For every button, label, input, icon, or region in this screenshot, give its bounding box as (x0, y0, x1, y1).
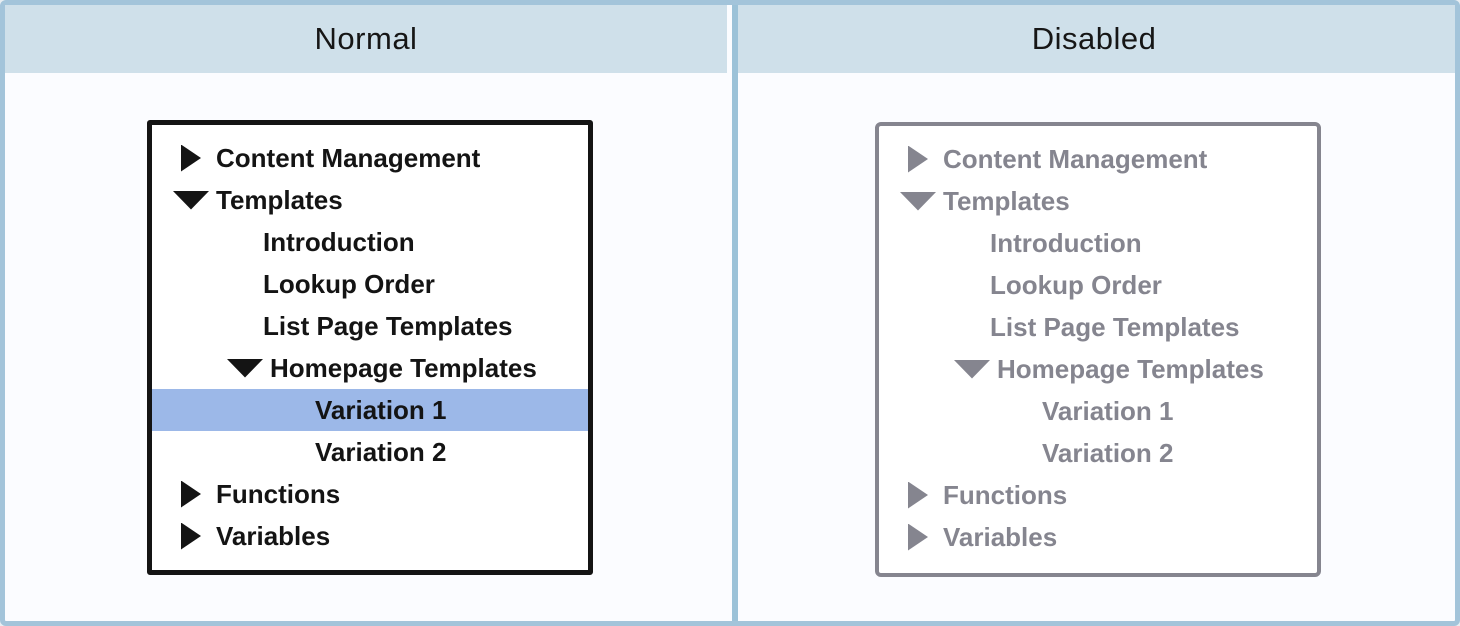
tree-item-label: Content Management (216, 142, 481, 173)
tree-item-label: Variation 1 (315, 394, 447, 425)
disabled-column-title: Disabled (1031, 21, 1157, 56)
collapsed-triangle-icon (899, 482, 937, 509)
tree-item-label: Variation 2 (1042, 437, 1174, 468)
tree-item-variation-2-disabled: Variation 2 (879, 432, 1317, 474)
tree-item-functions-disabled: Functions (879, 474, 1317, 516)
disabled-column-header: Disabled (733, 5, 1455, 73)
tree-item-label: Variables (943, 521, 1058, 552)
tree-item-templates-disabled: Templates (879, 180, 1317, 222)
tree-item-variation-1-disabled: Variation 1 (879, 390, 1317, 432)
collapsed-triangle-icon (899, 146, 937, 173)
tree-item-label: Introduction (990, 227, 1142, 258)
tree-item-introduction-disabled: Introduction (879, 222, 1317, 264)
tree-item-homepage-templates-disabled: Homepage Templates (879, 348, 1317, 390)
tree-item-label: Homepage Templates (270, 352, 537, 383)
expanded-triangle-icon[interactable] (226, 359, 264, 378)
tree-item-list-page-templates-disabled: List Page Templates (879, 306, 1317, 348)
collapsed-triangle-icon[interactable] (172, 145, 210, 172)
tree-item-lookup-order-disabled: Lookup Order (879, 264, 1317, 306)
tree-item-lookup-order[interactable]: Lookup Order (152, 263, 588, 305)
tree-item-label: List Page Templates (263, 310, 513, 341)
header-band: Normal Disabled (5, 5, 1455, 73)
tree-item-label: Variation 2 (315, 436, 447, 467)
expanded-triangle-icon (899, 192, 937, 211)
tree-item-functions[interactable]: Functions (152, 473, 588, 515)
tree-item-variables-disabled: Variables (879, 516, 1317, 558)
tree-item-homepage-templates[interactable]: Homepage Templates (152, 347, 588, 389)
collapsed-triangle-icon[interactable] (172, 523, 210, 550)
tree-item-variation-1-selected[interactable]: Variation 1 (152, 389, 588, 431)
normal-column-header: Normal (5, 5, 727, 73)
tree-item-variation-2[interactable]: Variation 2 (152, 431, 588, 473)
tree-item-templates[interactable]: Templates (152, 179, 588, 221)
tree-item-label: Variation 1 (1042, 395, 1174, 426)
tree-item-list-page-templates[interactable]: List Page Templates (152, 305, 588, 347)
tree-item-label: Lookup Order (263, 268, 435, 299)
tree-item-label: Variables (216, 520, 331, 551)
tree-item-content-management[interactable]: Content Management (152, 137, 588, 179)
tree-item-label: List Page Templates (990, 311, 1240, 342)
normal-column-title: Normal (314, 21, 418, 56)
tree-item-introduction[interactable]: Introduction (152, 221, 588, 263)
tree-normal: Content Management Templates Introductio… (147, 120, 593, 575)
collapsed-triangle-icon (899, 524, 937, 551)
tree-disabled: Content Management Templates Introductio… (875, 122, 1321, 577)
tree-item-label: Introduction (263, 226, 415, 257)
collapsed-triangle-icon[interactable] (172, 481, 210, 508)
column-divider (732, 5, 738, 621)
tree-item-label: Content Management (943, 143, 1208, 174)
tree-item-label: Templates (943, 185, 1070, 216)
expanded-triangle-icon[interactable] (172, 191, 210, 210)
tree-item-variables[interactable]: Variables (152, 515, 588, 557)
tree-item-label: Functions (216, 478, 341, 509)
tree-item-content-management-disabled: Content Management (879, 138, 1317, 180)
tree-item-label: Functions (943, 479, 1068, 510)
tree-item-label: Lookup Order (990, 269, 1162, 300)
expanded-triangle-icon (953, 360, 991, 379)
tree-item-label: Templates (216, 184, 343, 215)
tree-item-label: Homepage Templates (997, 353, 1264, 384)
